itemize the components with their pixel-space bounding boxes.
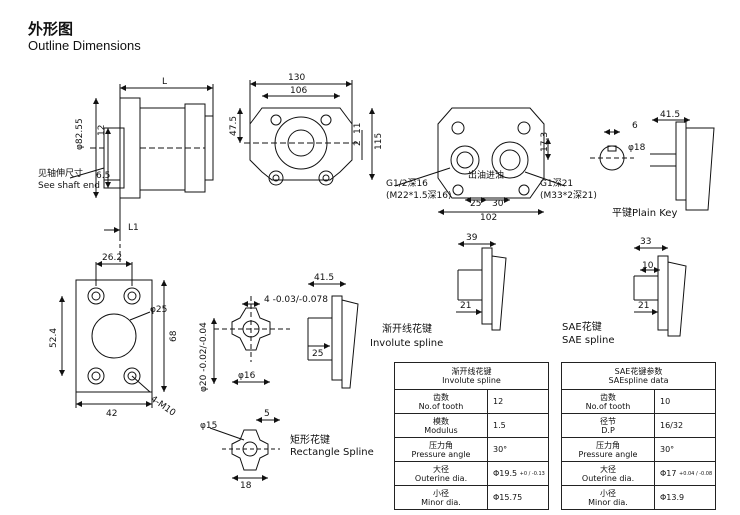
dim-68: 68 bbox=[169, 330, 179, 342]
flange-view bbox=[59, 230, 167, 408]
dim-12: 12 bbox=[97, 125, 107, 136]
dim-6-5: 6.5 bbox=[96, 171, 110, 181]
dim-25-involute: 25 bbox=[312, 349, 323, 359]
port-left-label-1: G1/2深16 bbox=[386, 178, 428, 189]
dim-dia-25: φ25 bbox=[150, 305, 167, 315]
dim-26-2: 26.2 bbox=[102, 253, 122, 263]
page-title-en: Outline Dimensions bbox=[28, 38, 141, 53]
port-right-label-2: (M33*2深21) bbox=[540, 190, 597, 201]
involute-shaft-view bbox=[307, 281, 359, 389]
dim-L: L bbox=[162, 77, 167, 87]
page-title-zh: 外形图 bbox=[28, 20, 74, 38]
port-mid-label: 出油进油 bbox=[468, 169, 504, 181]
dim-21-sae: 21 bbox=[638, 301, 649, 311]
dim-L1: L1 bbox=[128, 223, 139, 233]
dim-102: 102 bbox=[480, 213, 497, 223]
dim-17-3: 17.3 bbox=[540, 132, 550, 152]
involute-label-en: Involute spline bbox=[370, 338, 443, 349]
dim-30: 30 bbox=[492, 199, 504, 209]
sae-label-en: SAE spline bbox=[562, 335, 614, 346]
port-right-label-1: G1深21 bbox=[540, 178, 573, 189]
dim-4-M10: 4-M10 bbox=[148, 394, 177, 419]
dim-2: 2 bbox=[353, 140, 363, 146]
dim-42: 42 bbox=[106, 409, 117, 419]
sae-spline-view bbox=[633, 245, 687, 337]
dim-47-5: 47.5 bbox=[229, 116, 239, 136]
rect-spline-view bbox=[209, 417, 280, 481]
dim-dia-18: φ18 bbox=[628, 143, 646, 153]
dim-11: 11 bbox=[353, 123, 363, 134]
shaft-end-label-zh: 见轴伸尺寸 bbox=[38, 167, 83, 179]
dim-4-tolerance: 4 -0.03/-0.078 bbox=[264, 295, 328, 305]
plain-key-label: 平键Plain Key bbox=[612, 206, 677, 219]
rect-spline-label-zh: 矩形花键 bbox=[290, 433, 330, 446]
involute-label-zh: 渐开线花键 bbox=[382, 322, 432, 335]
dim-5: 5 bbox=[264, 409, 270, 419]
dim-dia-16: φ16 bbox=[238, 371, 256, 381]
dim-dia-82-55: φ82.55 bbox=[75, 118, 85, 150]
rect-spline-label-en: Rectangle Spline bbox=[290, 447, 374, 458]
dim-39: 39 bbox=[466, 233, 478, 243]
dim-6: 6 bbox=[632, 121, 638, 131]
dim-33: 33 bbox=[640, 237, 651, 247]
dim-106: 106 bbox=[290, 86, 307, 96]
dim-130: 130 bbox=[288, 73, 305, 83]
dim-41-5-key: 41.5 bbox=[660, 110, 680, 120]
dim-115: 115 bbox=[374, 133, 384, 150]
involute-table-header: 渐开线花键 Involute spline bbox=[394, 362, 549, 390]
dim-18: 18 bbox=[240, 481, 252, 491]
dim-dia-20: φ20 -0.02/-0.04 bbox=[199, 322, 209, 392]
sae-table-header: SAE花键参数 SAEspline data bbox=[561, 362, 716, 390]
dim-41-5-involute: 41.5 bbox=[314, 273, 334, 283]
plain-key-view bbox=[590, 117, 715, 211]
dim-dia-15: φ15 bbox=[200, 421, 217, 431]
dim-10: 10 bbox=[642, 261, 654, 271]
dimension-labels: L L1 φ82.55 12 6.5 见轴伸尺寸 See shaft end 1… bbox=[38, 73, 680, 491]
port-left-label-2: (M22*1.5深16) bbox=[386, 190, 452, 201]
port-view bbox=[394, 107, 566, 215]
dim-52-4: 52.4 bbox=[49, 328, 59, 348]
side-view bbox=[69, 84, 214, 240]
sae-label-zh: SAE花键 bbox=[562, 320, 602, 333]
dim-25: 25 bbox=[470, 199, 481, 209]
rect-spline-shaft bbox=[211, 296, 290, 385]
front-view bbox=[237, 80, 375, 186]
involute-spline-view bbox=[456, 241, 507, 331]
shaft-end-label-en: See shaft end bbox=[38, 181, 100, 191]
dim-21-involute: 21 bbox=[460, 301, 471, 311]
